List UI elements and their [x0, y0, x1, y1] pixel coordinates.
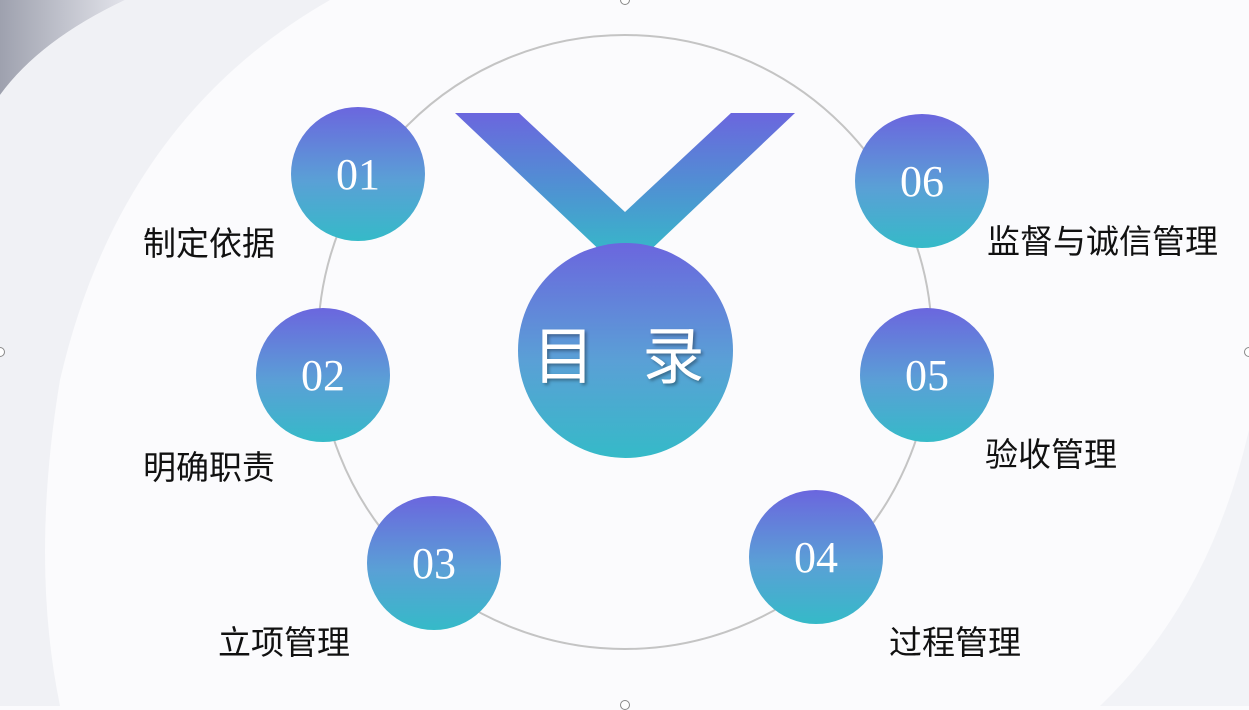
- item-circle-03[interactable]: 03: [367, 496, 501, 630]
- light-swoosh-right: [1100, 430, 1249, 706]
- item-number: 02: [301, 350, 345, 400]
- item-circle-04[interactable]: 04: [749, 490, 883, 624]
- toc-title: 目 录: [532, 319, 719, 393]
- item-circle-01[interactable]: 01: [291, 107, 425, 241]
- item-label-05: 验收管理: [985, 435, 1117, 474]
- selection-handle-right[interactable]: [1244, 347, 1249, 357]
- item-label-04: 过程管理: [889, 623, 1021, 662]
- item-label-01: 制定依据: [143, 224, 275, 263]
- item-label-06: 监督与诚信管理: [987, 222, 1218, 261]
- item-circle-02[interactable]: 02: [256, 308, 390, 442]
- item-number: 03: [412, 538, 456, 588]
- item-label-02: 明确职责: [143, 448, 275, 487]
- item-number: 04: [794, 532, 838, 582]
- item-circle-06[interactable]: 06: [855, 114, 989, 248]
- gray-swoosh: [0, 0, 125, 95]
- item-number: 06: [900, 156, 944, 206]
- selection-handle-bottom[interactable]: [620, 700, 630, 710]
- item-circle-05[interactable]: 05: [860, 308, 994, 442]
- light-swoosh: [0, 0, 330, 706]
- item-label-03: 立项管理: [218, 623, 350, 662]
- item-number: 05: [905, 350, 949, 400]
- toc-title-circle: 目 录: [518, 243, 733, 458]
- item-number: 01: [336, 149, 380, 199]
- v-ribbon: [455, 113, 795, 258]
